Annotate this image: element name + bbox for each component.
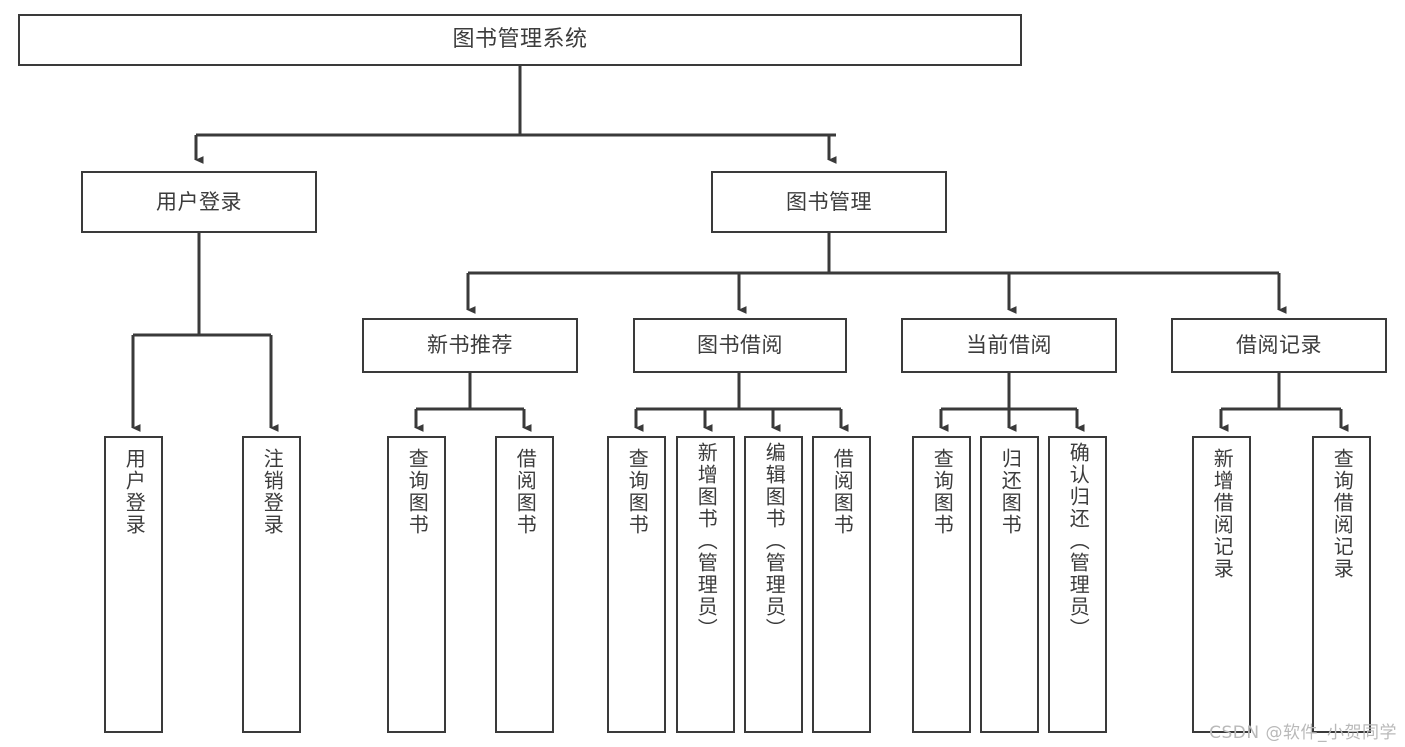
node-book-borrow[interactable]: 图书借阅 <box>633 318 847 373</box>
node-borrow-record-label: 借阅记录 <box>1236 333 1322 358</box>
node-book-manage[interactable]: 图书管理 <box>711 171 947 233</box>
leaf-borrow-book-2[interactable]: 借阅图书 <box>812 436 871 733</box>
leaf-query-book-1[interactable]: 查询图书 <box>387 436 446 733</box>
leaf-borrow-book-2-label: 借阅图书 <box>830 448 855 536</box>
node-user-login-label: 用户登录 <box>156 189 242 214</box>
leaf-add-book-label: 新增图书（管理员） <box>694 442 719 640</box>
leaf-borrow-book-1[interactable]: 借阅图书 <box>495 436 554 733</box>
leaf-query-book-2[interactable]: 查询图书 <box>607 436 666 733</box>
node-new-book-rec[interactable]: 新书推荐 <box>362 318 578 373</box>
leaf-add-book[interactable]: 新增图书（管理员） <box>676 436 735 733</box>
node-book-manage-label: 图书管理 <box>786 189 872 214</box>
leaf-query-book-1-label: 查询图书 <box>405 448 430 536</box>
leaf-user-login[interactable]: 用户登录 <box>104 436 163 733</box>
node-user-login[interactable]: 用户登录 <box>81 171 317 233</box>
leaf-return-book[interactable]: 归还图书 <box>980 436 1039 733</box>
leaf-add-record[interactable]: 新增借阅记录 <box>1192 436 1251 733</box>
node-new-book-rec-label: 新书推荐 <box>427 333 513 358</box>
leaf-return-book-label: 归还图书 <box>998 448 1023 536</box>
leaf-edit-book-label: 编辑图书（管理员） <box>762 442 787 640</box>
leaf-edit-book[interactable]: 编辑图书（管理员） <box>744 436 803 733</box>
node-borrow-record[interactable]: 借阅记录 <box>1171 318 1387 373</box>
leaf-user-login-label: 用户登录 <box>122 448 147 536</box>
leaf-logout-label: 注销登录 <box>260 448 285 536</box>
leaf-logout[interactable]: 注销登录 <box>242 436 301 733</box>
node-current-borrow-label: 当前借阅 <box>966 333 1052 358</box>
leaf-query-record-label: 查询借阅记录 <box>1330 448 1355 580</box>
leaf-query-record[interactable]: 查询借阅记录 <box>1312 436 1371 733</box>
node-current-borrow[interactable]: 当前借阅 <box>901 318 1117 373</box>
leaf-borrow-book-1-label: 借阅图书 <box>513 448 538 536</box>
csdn-watermark: CSDN @软件_小贺同学 <box>1209 723 1397 743</box>
leaf-query-book-3[interactable]: 查询图书 <box>912 436 971 733</box>
leaf-confirm-return-label: 确认归还（管理员） <box>1066 442 1091 640</box>
leaf-add-record-label: 新增借阅记录 <box>1210 448 1235 580</box>
leaf-query-book-3-label: 查询图书 <box>930 448 955 536</box>
leaf-confirm-return[interactable]: 确认归还（管理员） <box>1048 436 1107 733</box>
node-book-borrow-label: 图书借阅 <box>697 333 783 358</box>
leaf-query-book-2-label: 查询图书 <box>625 448 650 536</box>
node-root-label: 图书管理系统 <box>452 27 588 53</box>
node-root[interactable]: 图书管理系统 <box>18 14 1022 66</box>
